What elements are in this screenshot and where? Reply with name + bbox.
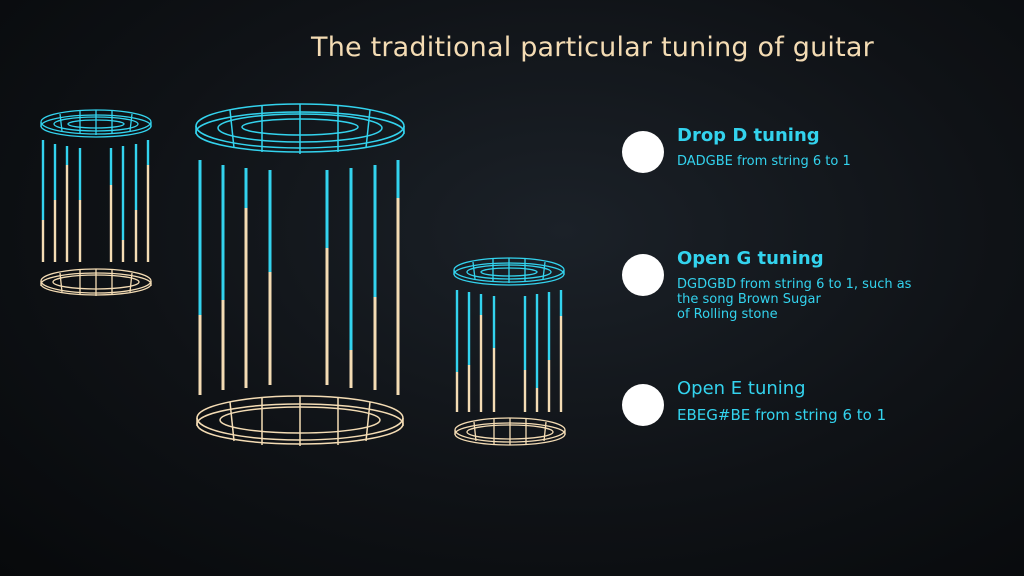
wireframe-cylinder-icon bbox=[195, 103, 405, 446]
tuning-name: Drop D tuning bbox=[677, 125, 820, 146]
bullet-circle-icon bbox=[622, 254, 664, 296]
tuning-description: EBEG#BE from string 6 to 1 bbox=[677, 406, 887, 424]
tuning-name: Open E tuning bbox=[677, 378, 806, 399]
bullet-circle-icon bbox=[622, 384, 664, 426]
wireframe-cylinder-icon bbox=[40, 109, 152, 296]
page-title: The traditional particular tuning of gui… bbox=[311, 32, 874, 63]
bullet-circle-icon bbox=[622, 131, 664, 173]
tuning-description: DADGBE from string 6 to 1 bbox=[677, 154, 851, 169]
tuning-description: DGDGBD from string 6 to 1, such as the s… bbox=[677, 277, 912, 322]
tuning-name: Open G tuning bbox=[677, 248, 824, 269]
wireframe-cylinder-icon bbox=[453, 257, 566, 446]
